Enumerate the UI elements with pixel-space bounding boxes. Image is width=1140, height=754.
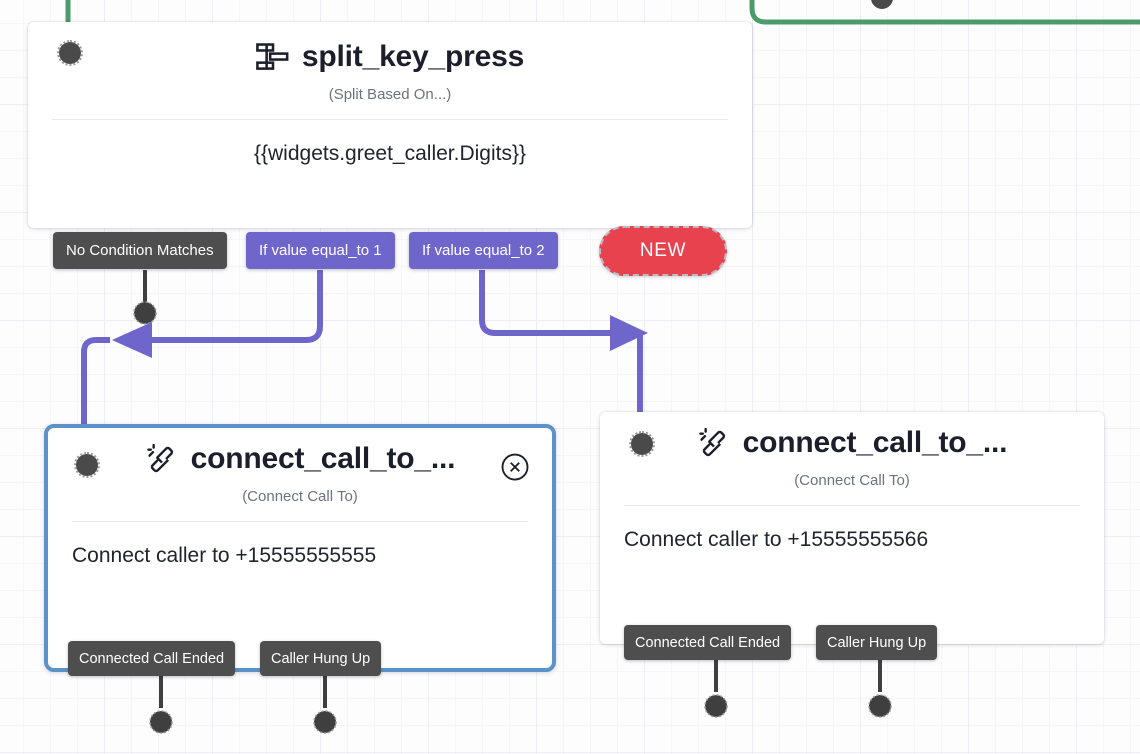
node-title-row: connect_call_to_... xyxy=(48,428,552,476)
split-node-input-port[interactable] xyxy=(57,40,83,66)
transition-caller-hung-up-right[interactable]: Caller Hung Up xyxy=(816,625,938,660)
connector-equal-to-2-arrowhead xyxy=(610,315,648,351)
new-widget-badge[interactable]: NEW xyxy=(599,226,727,276)
transition-label: Connected Call Ended xyxy=(635,634,781,651)
node-divider xyxy=(624,505,1080,506)
transition-label: Caller Hung Up xyxy=(271,650,371,667)
left-node-port-dot-2 xyxy=(313,710,337,734)
close-circle-icon[interactable] xyxy=(500,452,530,482)
green-connector-port-dot xyxy=(871,0,893,9)
connector-equal-to-1 xyxy=(150,270,323,343)
transition-connected-call-ended-left[interactable]: Connected Call Ended xyxy=(68,641,236,676)
node-title: connect_call_to_... xyxy=(190,442,456,475)
node-divider xyxy=(52,119,728,120)
transition-if-value-equal-to-2[interactable]: If value equal_to 2 xyxy=(409,232,558,269)
transition-if-value-equal-to-1[interactable]: If value equal_to 1 xyxy=(246,232,395,269)
node-body: Connect caller to +15555555566 xyxy=(624,528,929,551)
transition-label: If value equal_to 1 xyxy=(259,242,382,259)
node-title: split_key_press xyxy=(301,40,525,73)
node-body: Connect caller to +15555555555 xyxy=(72,544,377,567)
split-icon xyxy=(256,40,290,74)
phone-icon xyxy=(697,426,731,460)
transition-no-condition-matches[interactable]: No Condition Matches xyxy=(53,232,227,269)
transition-label: If value equal_to 2 xyxy=(422,242,545,259)
node-subtitle: (Connect Call To) xyxy=(242,488,358,505)
right-node-port-dot-1 xyxy=(704,694,728,718)
right-connect-node-input-port[interactable] xyxy=(629,431,655,457)
green-connector-right xyxy=(749,0,1140,25)
node-title-row: connect_call_to_... xyxy=(600,412,1104,460)
node-split-key-press[interactable]: split_key_press (Split Based On...) {{wi… xyxy=(28,22,752,228)
node-subtitle: (Split Based On...) xyxy=(328,86,452,103)
transition-label: No Condition Matches xyxy=(66,242,214,259)
transition-connected-call-ended-right[interactable]: Connected Call Ended xyxy=(624,625,792,660)
node-connect-call-to-left[interactable]: connect_call_to_... (Connect Call To) Co… xyxy=(44,424,556,672)
node-title: connect_call_to_... xyxy=(742,426,1008,459)
transition-label: Connected Call Ended xyxy=(79,650,225,667)
transition-label: Caller Hung Up xyxy=(827,634,927,651)
connector-equal-to-1-arrowhead xyxy=(112,322,152,358)
transition-caller-hung-up-left[interactable]: Caller Hung Up xyxy=(260,641,382,676)
node-body: {{widgets.greet_caller.Digits}} xyxy=(253,142,526,165)
node-divider xyxy=(72,521,528,522)
phone-icon xyxy=(145,442,179,476)
right-node-port-dot-2 xyxy=(868,694,892,718)
new-badge-label: NEW xyxy=(639,240,687,261)
connector-equal-to-2 xyxy=(479,270,627,336)
node-subtitle: (Connect Call To) xyxy=(794,472,910,489)
left-node-port-dot-1 xyxy=(149,710,173,734)
node-connect-call-to-right[interactable]: connect_call_to_... (Connect Call To) Co… xyxy=(600,412,1104,644)
left-connect-node-input-port[interactable] xyxy=(74,452,100,478)
no-condition-port-dot xyxy=(133,301,157,325)
node-title-row: split_key_press xyxy=(28,22,752,74)
